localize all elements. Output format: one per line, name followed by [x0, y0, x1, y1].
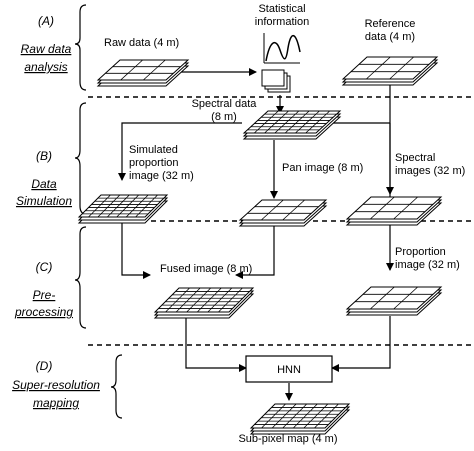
spectral-images-grid — [345, 196, 443, 226]
stage-a-title-2: analysis — [24, 60, 67, 74]
statistics-icon — [261, 33, 301, 93]
stage-c-title-2: processing — [14, 305, 73, 319]
simulated-proportion-label-3: image (32 m) — [129, 170, 194, 182]
stage-d-title-2: mapping — [33, 396, 79, 410]
spectral-data-label-2: (8 m) — [211, 111, 237, 123]
proportion-image-grid — [345, 286, 443, 316]
stage-a-letter: (A) — [38, 14, 54, 28]
stage-c-letter: (C) — [36, 260, 53, 274]
hnn-box — [245, 355, 333, 383]
spectral-data-grid — [242, 110, 342, 140]
raw-data-label: Raw data (4 m) — [104, 37, 179, 49]
stage-b-title-1: Data — [31, 177, 57, 191]
simulated-proportion-label-1: Simulated — [129, 144, 178, 156]
spectral-data-label-1: Spectral data — [192, 98, 258, 110]
stage-b-letter: (B) — [36, 149, 52, 163]
spectral-images-label-2: images (32 m) — [395, 165, 465, 177]
reference-data-label-1: Reference — [365, 18, 416, 30]
brace-stage-d — [110, 354, 123, 419]
pan-image-grid — [238, 199, 328, 227]
brace-stage-c — [74, 226, 87, 329]
subpixel-map-label: Sub-pixel map (4 m) — [238, 433, 337, 445]
grid-layers — [77, 56, 443, 435]
hnn-label: HNN — [277, 364, 301, 376]
proportion-image-label-1: Proportion — [395, 246, 446, 258]
stage-a-title-1: Raw data — [21, 42, 72, 56]
arrow-pan-to-fused — [235, 222, 275, 279]
simulated-proportion-label-2: proportion — [129, 157, 179, 169]
simulated-proportion-grid — [77, 194, 169, 224]
connectors — [118, 68, 394, 401]
statistical-information-label-1: Statistical — [258, 3, 305, 15]
spectral-images-label-1: Spectral — [395, 152, 435, 164]
fused-image-label: Fused image (8 m) — [160, 263, 252, 275]
pan-image-label: Pan image (8 m) — [282, 162, 363, 174]
raw-data-grid — [96, 59, 190, 87]
fused-image-grid — [153, 287, 255, 319]
arrow-spectral-to-simulated — [118, 122, 242, 181]
arrow-simulated-to-fused — [121, 222, 151, 279]
stage-c-title-1: Pre- — [33, 288, 56, 302]
proportion-image-label-2: image (32 m) — [395, 259, 460, 271]
reference-data-grid — [341, 56, 439, 86]
statistical-information-label-2: information — [255, 16, 309, 28]
brace-stage-b — [74, 102, 87, 215]
reference-data-label-2: data (4 m) — [365, 31, 415, 43]
arrow-proportion-to-hnn — [331, 316, 391, 372]
arrow-fused-to-hnn — [185, 318, 247, 372]
brace-stage-a — [74, 4, 87, 91]
subpixel-map-grid — [249, 403, 351, 435]
stage-d-letter: (D) — [36, 359, 53, 373]
stage-d-title-1: Super-resolution — [12, 378, 100, 392]
stage-b-title-2: Simulation — [16, 194, 72, 208]
